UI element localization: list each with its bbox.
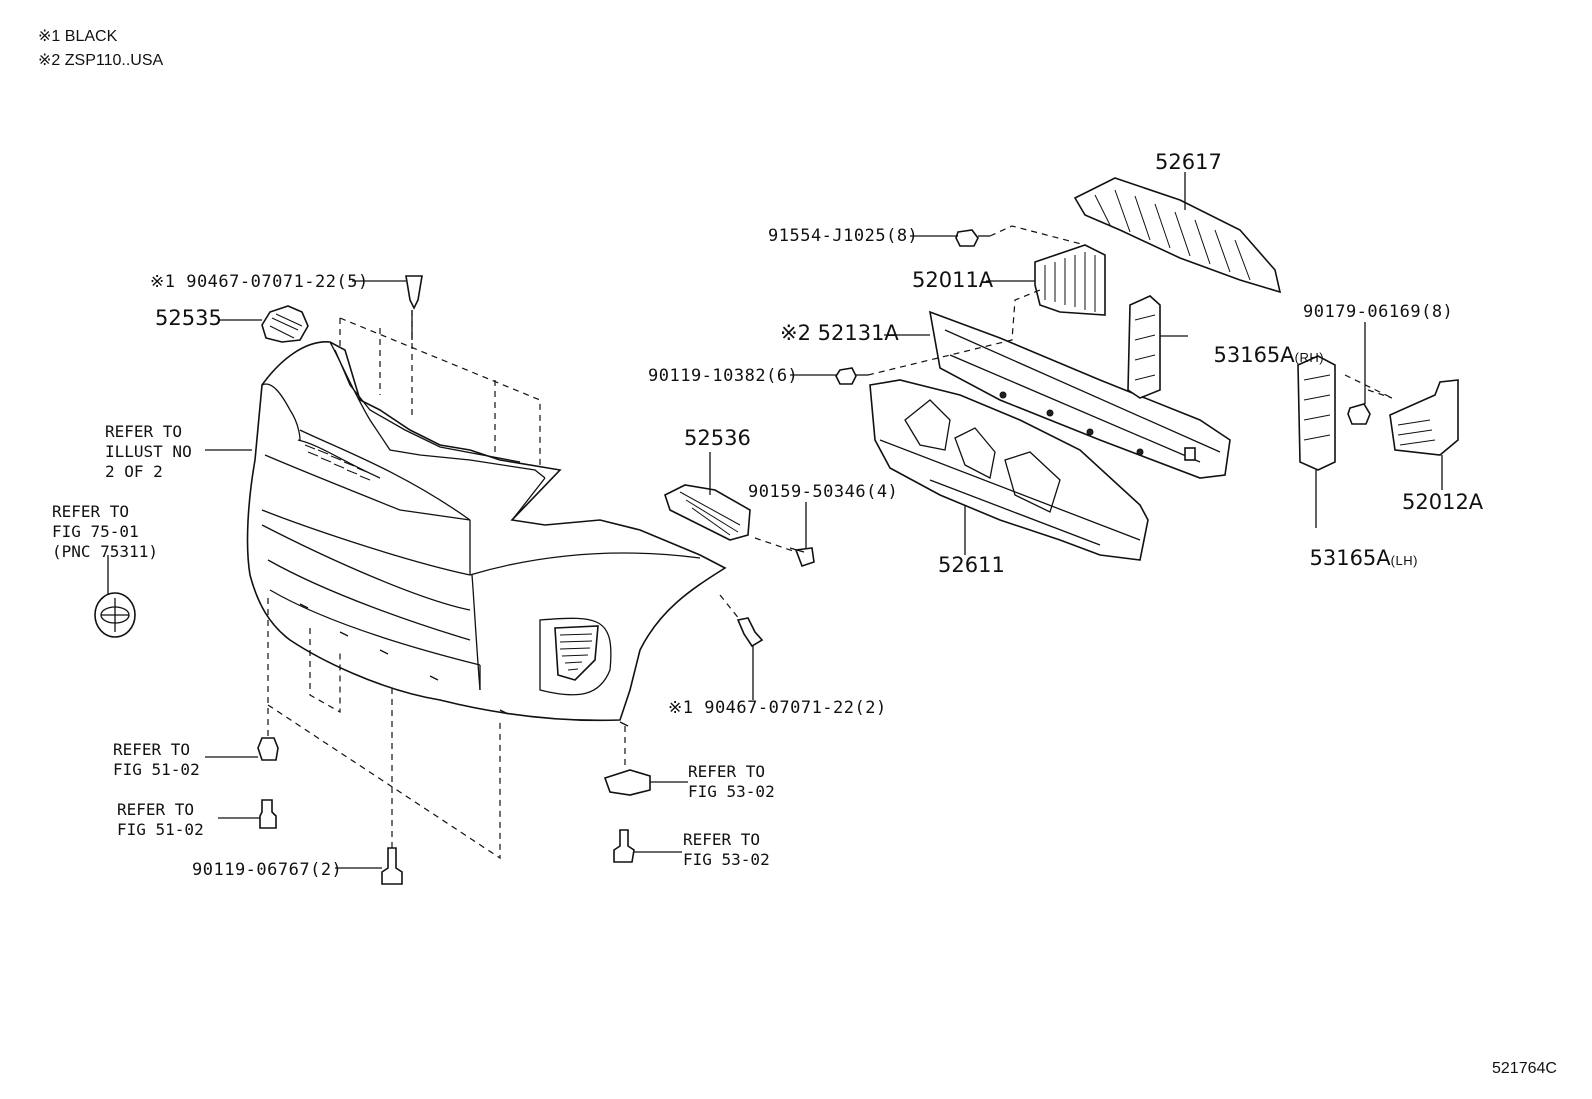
bracket-52536 [664, 484, 751, 541]
label-53165A-rh: 53165A(RH) [1192, 325, 1324, 368]
reinforcement-52131A [928, 310, 1231, 479]
label-52131A: ※2 52131A [780, 321, 899, 345]
ref-fig51-a: REFER TO FIG 51-02 [113, 740, 200, 779]
screws-upper [835, 229, 990, 385]
note-2-mark: ※2 [38, 52, 61, 69]
label-53165A-lh-num: 53165A [1309, 546, 1391, 570]
ref-fig75: REFER TO FIG 75-01 (PNC 75311) [52, 502, 158, 561]
lower-fasteners-left [257, 737, 403, 885]
label-53165A-rh-num: 53165A [1213, 343, 1295, 367]
ref-illust: REFER TO ILLUST NO 2 OF 2 [105, 422, 192, 481]
label-90179: 90179-06169(8) [1303, 302, 1454, 322]
lower-fasteners-right [603, 769, 651, 863]
bumper-cover [246, 341, 727, 727]
ref-fig53-b: REFER TO FIG 53-02 [683, 830, 770, 869]
bracket-52011A [1034, 244, 1106, 316]
ref-fig51-b: REFER TO FIG 51-02 [117, 800, 204, 839]
lower-absorber-52611 [869, 379, 1149, 561]
screw-90159 [789, 547, 815, 568]
leader-lines [107, 172, 1443, 869]
note-2-text: ZSP110..USA [64, 52, 164, 69]
diagram-id: 521764C [1492, 1060, 1557, 1077]
label-52617: 52617 [1155, 150, 1222, 174]
label-52611: 52611 [938, 553, 1005, 577]
clip-90467-top [405, 275, 423, 340]
label-90467-lower: ※1 90467-07071-22(2) [668, 698, 887, 718]
note-2: ※2 ZSP110..USA [38, 50, 163, 70]
note-1-text: BLACK [64, 28, 118, 45]
label-53165A-rh-side: (RH) [1294, 350, 1325, 365]
label-52011A: 52011A [912, 268, 994, 292]
bracket-53165A-rh [1127, 295, 1161, 399]
label-53165A-lh-side: (LH) [1390, 553, 1418, 568]
label-52535: 52535 [155, 306, 222, 330]
note-1-mark: ※1 [38, 28, 61, 45]
bracket-52012A [1389, 379, 1459, 456]
bracket-52535 [261, 305, 309, 343]
label-90467-top: ※1 90467-07071-22(5) [150, 272, 369, 292]
label-53165A-lh: 53165A(LH) [1288, 528, 1418, 571]
note-1: ※1 BLACK [38, 26, 117, 46]
label-91554: 91554-J1025(8) [768, 226, 919, 246]
label-52536: 52536 [684, 426, 751, 450]
clip-90467-lower [736, 617, 764, 648]
label-52012A: 52012A [1402, 490, 1484, 514]
nut-90179 [1347, 403, 1371, 425]
upper-absorber-52617 [1073, 177, 1282, 294]
bracket-53165A-lh [1297, 355, 1336, 471]
label-90119-upper: 90119-10382(6) [648, 366, 799, 386]
dashed-alignment [267, 225, 1393, 860]
ref-fig53-a: REFER TO FIG 53-02 [688, 762, 775, 801]
label-90159: 90159-50346(4) [748, 482, 899, 502]
emblem [94, 592, 136, 638]
label-90119-lower: 90119-06767(2) [192, 860, 343, 880]
